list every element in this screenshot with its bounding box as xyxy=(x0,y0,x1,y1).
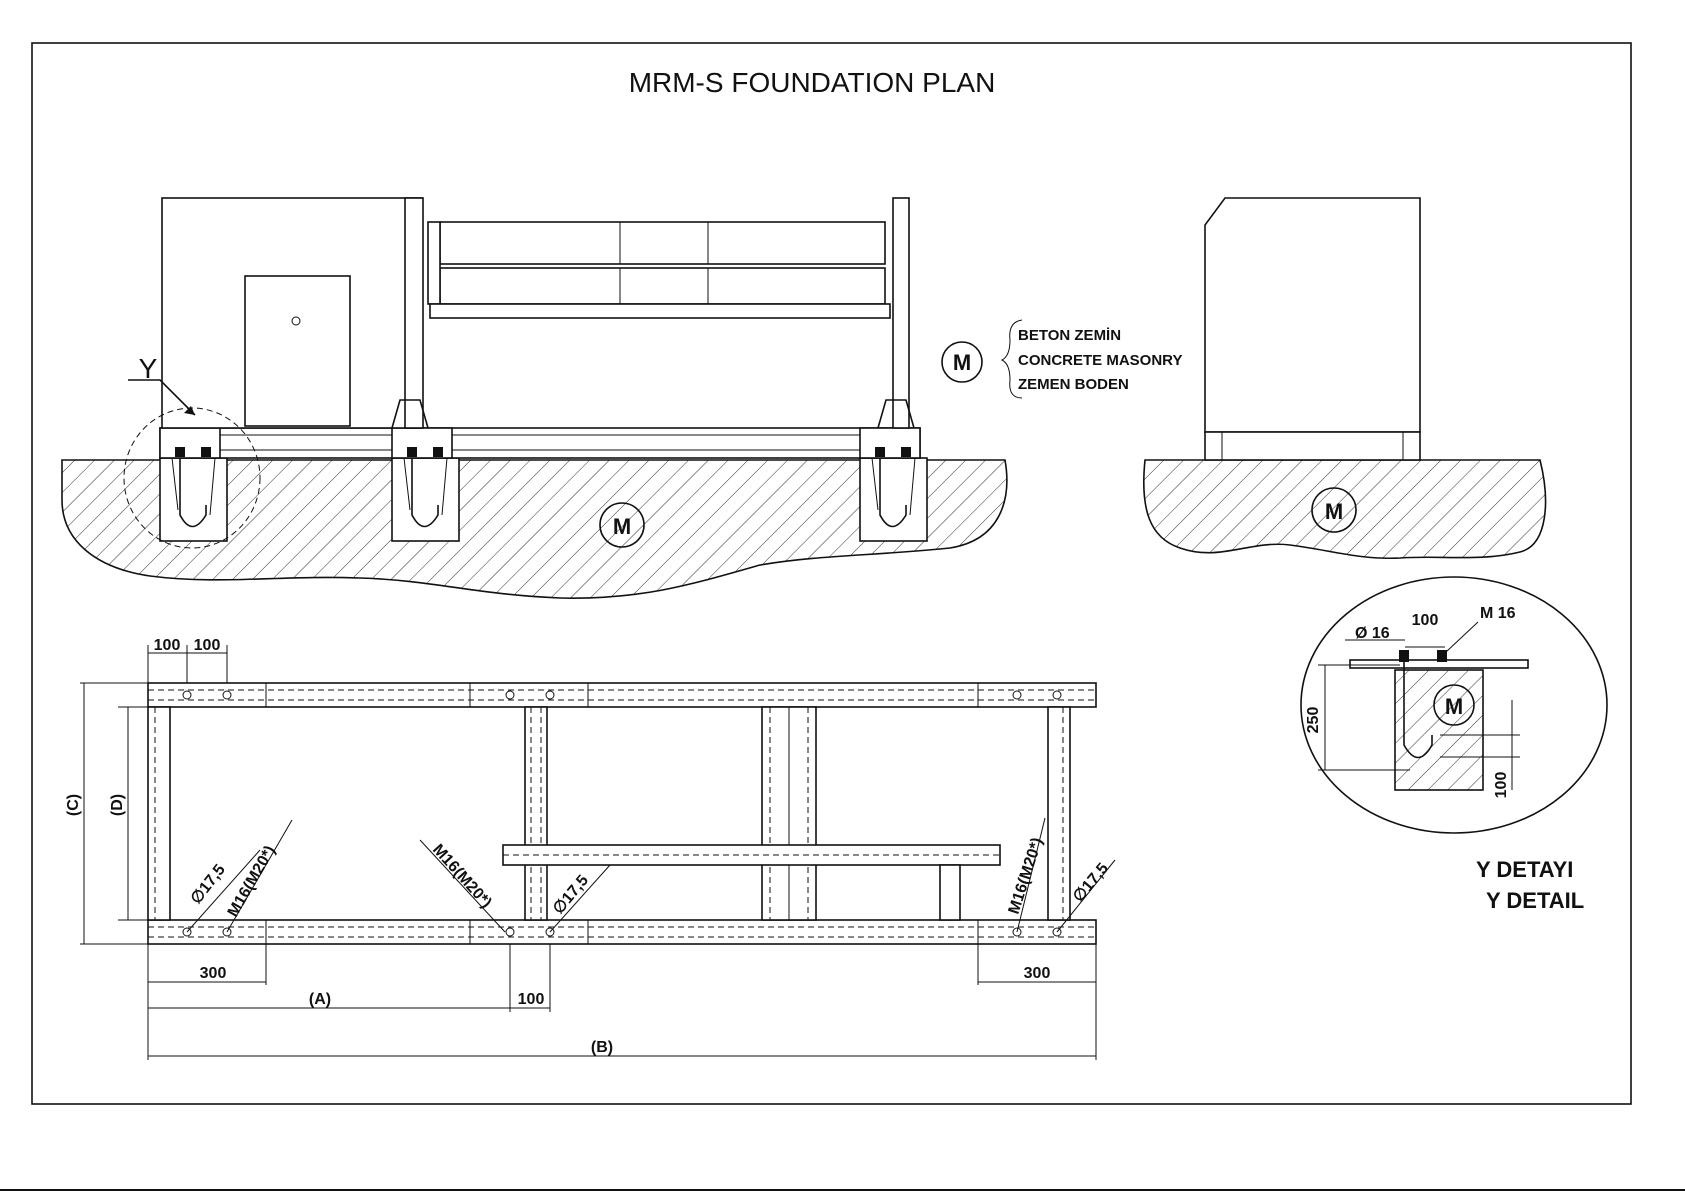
plan-bolt-label-right: M16(M20*) xyxy=(1006,836,1047,917)
concrete-ground-side xyxy=(1144,460,1546,558)
plan-view: 100 100 (C) (D) ∅17,5 M16(M20*) M16(M20*… xyxy=(65,637,1115,1060)
side-frame-right xyxy=(893,198,909,428)
detail-dim-bar: Ø 16 xyxy=(1355,625,1390,642)
detail-dim-bolt: M 16 xyxy=(1480,605,1516,622)
material-marker-side: M xyxy=(1325,499,1343,524)
plan-bottom-rail xyxy=(148,920,1096,944)
front-elevation: Y M xyxy=(62,198,1007,598)
plan-dim-top-2: 100 xyxy=(194,637,221,654)
drawing-title: MRM-S FOUNDATION PLAN xyxy=(629,67,996,98)
anchor-pit-left xyxy=(160,458,227,541)
anchor-pit-middle xyxy=(392,458,459,541)
material-marker-front: M xyxy=(613,514,631,539)
side-elevation: M xyxy=(1144,198,1546,558)
legend-symbol: M xyxy=(953,350,971,375)
plan-dim-c: (C) xyxy=(65,794,82,816)
legend-line-2: CONCRETE MASONRY xyxy=(1018,352,1182,369)
anchor-pit-right xyxy=(860,458,927,541)
detail-material-marker: M xyxy=(1445,694,1463,719)
base-frame-beam xyxy=(160,428,920,458)
plan-hole-label-right: ∅17,5 xyxy=(1070,860,1112,906)
plan-dim-b: (B) xyxy=(591,1039,613,1056)
upper-roller xyxy=(440,222,885,264)
detail-callout-letter: Y xyxy=(139,353,158,384)
plan-dim-100: 100 xyxy=(518,991,545,1008)
plan-dim-top-1: 100 xyxy=(154,637,181,654)
material-legend: M BETON ZEMİN CONCRETE MASONRY ZEMEN BOD… xyxy=(942,320,1182,398)
plan-top-rail xyxy=(148,683,1096,707)
detail-title-en: Y DETAIL xyxy=(1486,888,1584,913)
lower-roller xyxy=(440,268,885,304)
detail-title-tr: Y DETAYI xyxy=(1476,857,1573,882)
legend-line-1: BETON ZEMİN xyxy=(1018,327,1121,344)
plan-bolt-label-left: M16(M20*) xyxy=(225,843,279,920)
cabinet-door xyxy=(245,276,350,426)
plan-bolt-label-middle: M16(M20*) xyxy=(429,841,495,911)
plan-dim-300-right: 300 xyxy=(1024,965,1051,982)
plan-dim-300-left: 300 xyxy=(200,965,227,982)
side-cabinet xyxy=(1205,198,1420,432)
plan-dim-a: (A) xyxy=(309,991,331,1008)
plan-hole-label-middle: ∅17,5 xyxy=(550,872,592,918)
legend-line-3: ZEMEN BODEN xyxy=(1018,376,1129,393)
side-base xyxy=(1205,432,1420,460)
detail-dim-depth: 250 xyxy=(1305,707,1322,734)
detail-dim-hook: 100 xyxy=(1493,772,1510,799)
plan-dim-d: (D) xyxy=(109,794,126,816)
plan-hole-label-left: ∅17,5 xyxy=(188,861,229,907)
y-detail: M Ø 16 100 M 16 250 100 xyxy=(1301,577,1607,833)
detail-dim-spacing: 100 xyxy=(1412,612,1439,629)
